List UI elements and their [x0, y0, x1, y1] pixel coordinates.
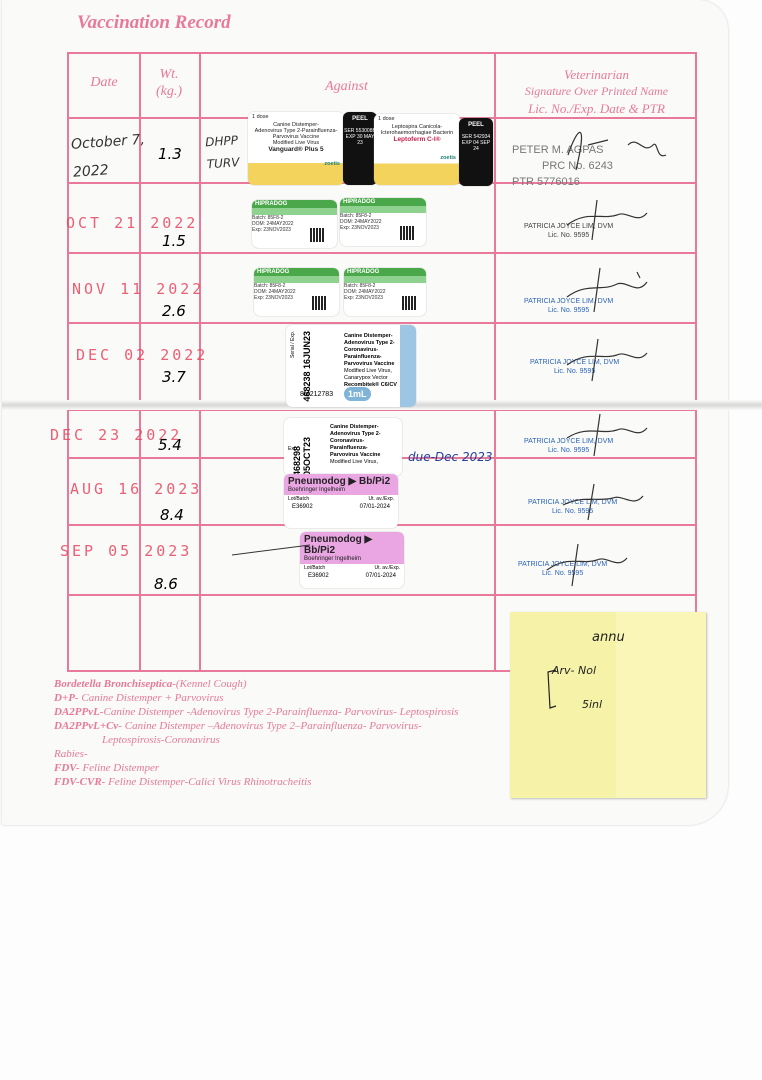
row-3-weight: 2.6 [162, 302, 186, 320]
row-4-weight: 3.7 [162, 368, 186, 386]
sticky-note-line-1: annu [592, 630, 625, 645]
row-5-signature [566, 413, 648, 457]
header-date: Date [90, 75, 118, 90]
row-6-weight: 8.4 [160, 506, 184, 524]
row-6-date: AUG 16 2023 [70, 480, 203, 498]
recombitek-sticker-row-4: Serial / Exp. 468238 16JUN23 Canine Dist… [286, 325, 416, 407]
row-1-against-note: DHPP TURV [204, 133, 240, 172]
row-5-due-note: due-Dec 2023 [408, 450, 493, 464]
vaccination-record-card: Vaccination Record Date Wt.(kg.) Against… [2, 0, 762, 825]
leptoferm-sticker: 1 dose Leptospira Canicola- Icterohaemor… [374, 114, 460, 185]
sticky-note: annu Arv- Nol 5inl [510, 612, 706, 798]
row-5-date: DEC 23 2022 [50, 426, 183, 444]
row-2-weight: 1.5 [162, 232, 186, 250]
header-veterinarian: Veterinarian Signature Over Printed Name… [524, 67, 669, 116]
vanguard-sticker: 1 dose Canine Distemper- Adenovirus Type… [248, 112, 344, 185]
header-weight: Wt.(kg.) [155, 67, 183, 99]
page-title: Vaccination Record [77, 12, 231, 33]
row-2-signature [566, 199, 648, 241]
leptoferm-peel-tab: PEEL SER 542934 EXP 04 SEP 24 [459, 118, 493, 186]
sticky-note-bracket [547, 669, 557, 709]
row-2-date: OCT 21 2022 [66, 214, 199, 232]
row-4-signature [566, 338, 648, 382]
row-3-date: NOV 11 2022 [72, 280, 205, 298]
row-4-date: DEC 02 2022 [76, 346, 209, 364]
row-7-date: SEP 05 2023 [60, 542, 193, 560]
recombitek-sticker-row-5: Exp. 468298 05OCT23 Canine Distemper- Ad… [284, 418, 402, 476]
row-1-signature [567, 131, 667, 171]
row-1-date: October 7, 2022 [70, 131, 146, 181]
row-6-signature [562, 483, 644, 521]
sticky-note-line-3: 5inl [582, 698, 603, 711]
row-3-signature [566, 267, 648, 313]
vanguard-peel-tab: PEEL SER 553008B EXP 30 MAY 23 [343, 112, 377, 185]
sticky-note-line-2: Arv- Nol [552, 664, 597, 677]
legend: Bordetella Bronchiseptica-(Kennel Cough)… [54, 678, 459, 788]
row-7-pen-line [232, 544, 311, 556]
row-1-weight: 1.3 [158, 145, 182, 163]
row-7-signature [546, 543, 628, 587]
row-5-weight: 5.4 [158, 436, 182, 454]
row-7-weight: 8.6 [154, 575, 178, 593]
header-against: Against [325, 79, 368, 94]
